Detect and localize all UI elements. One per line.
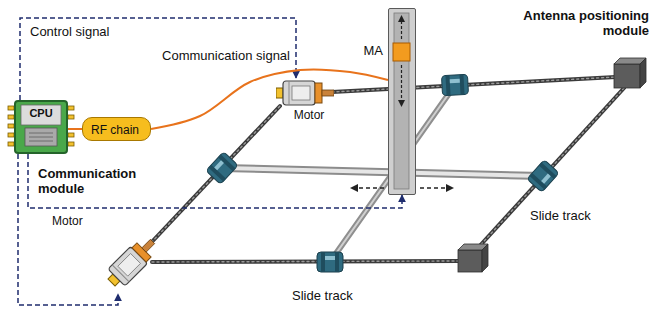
motion-arrow (358, 187, 384, 188)
motor-symbol (315, 83, 322, 103)
motor-symbol (103, 233, 160, 291)
antenna-slot (389, 9, 414, 193)
slide-track (332, 77, 616, 92)
chip-die (25, 128, 57, 146)
slide-track (476, 88, 624, 250)
track-end-block (482, 244, 488, 272)
chip-label: CPU (16, 102, 66, 120)
slide-track (152, 261, 460, 262)
slider-coupling (527, 160, 559, 193)
cpu-pin (68, 115, 74, 119)
motor-symbol (142, 239, 155, 252)
slider-coupling (527, 160, 559, 193)
motor: Motor (276, 78, 342, 123)
module-label: Communication module (38, 166, 148, 196)
slider-coupling (450, 79, 460, 84)
track-end-block (458, 250, 482, 272)
communication-signal-line (151, 69, 388, 129)
motor-symbol (322, 90, 334, 96)
control-signal-line (20, 18, 296, 100)
slider-coupling (459, 75, 464, 95)
guide-rail (222, 168, 543, 176)
motion-arrow (350, 184, 358, 192)
communication-signal-line (68, 128, 82, 130)
cpu-pin (68, 106, 74, 110)
motor-symbol (289, 81, 290, 105)
slider-coupling (325, 256, 335, 260)
track-end-block (640, 58, 646, 88)
signal-label: Control signal (30, 24, 110, 39)
slider-coupling (441, 74, 468, 95)
motor-symbol (283, 81, 315, 105)
module-label: Antenna positioning module (514, 8, 649, 38)
signal-label: Communication signal (162, 48, 290, 63)
antenna-slot (398, 15, 405, 22)
antenna-slot (393, 43, 410, 61)
chip-die (29, 137, 53, 138)
slider-coupling (214, 160, 224, 170)
rf-chain-box: RF chain (82, 117, 151, 141)
slide-track (152, 261, 460, 262)
cpu-pin (68, 133, 74, 137)
guide-rail (222, 168, 543, 176)
slider-coupling (335, 252, 339, 272)
chip-die (29, 133, 53, 134)
slide-track (148, 77, 624, 262)
slider-coupling (541, 174, 551, 184)
motor-symbol (276, 88, 283, 98)
motion-arrow (420, 187, 446, 188)
track-end-block (614, 64, 640, 88)
motor-symbol (118, 254, 141, 277)
antenna-panel: MA (388, 8, 416, 195)
control-signal-line (28, 154, 402, 208)
cpu-chip: CPU (14, 100, 68, 154)
track-end-block (458, 58, 646, 272)
slider-coupling (206, 74, 559, 272)
slider-coupling (321, 252, 325, 272)
slide-track (148, 106, 280, 246)
motor-label: Motor (52, 214, 83, 229)
part-label: Slide track (292, 288, 353, 303)
antenna-slot (398, 100, 405, 107)
motor: Motor (50, 214, 160, 294)
motor-label: Motor (276, 108, 342, 123)
slide-track (148, 106, 280, 246)
slider-coupling (206, 152, 238, 185)
antenna-slot (401, 65, 402, 101)
part-label: Slide track (530, 208, 591, 223)
cpu-pin (68, 142, 74, 146)
slider-coupling (445, 75, 450, 95)
chip-die (29, 141, 53, 142)
antenna-slot (401, 21, 402, 39)
slider-coupling (206, 152, 238, 185)
motor-symbol (292, 86, 310, 100)
slider-coupling (441, 74, 468, 95)
slide-track (332, 77, 616, 92)
motion-arrow (446, 184, 454, 192)
antenna-slot (394, 13, 409, 189)
antenna-label: MA (364, 43, 384, 58)
block-label: RF chain (91, 123, 139, 137)
slider-coupling (317, 252, 343, 272)
guide-rail (222, 85, 543, 262)
motor-symbol (276, 78, 334, 108)
slider-coupling (317, 252, 343, 272)
slide-track (476, 88, 624, 250)
